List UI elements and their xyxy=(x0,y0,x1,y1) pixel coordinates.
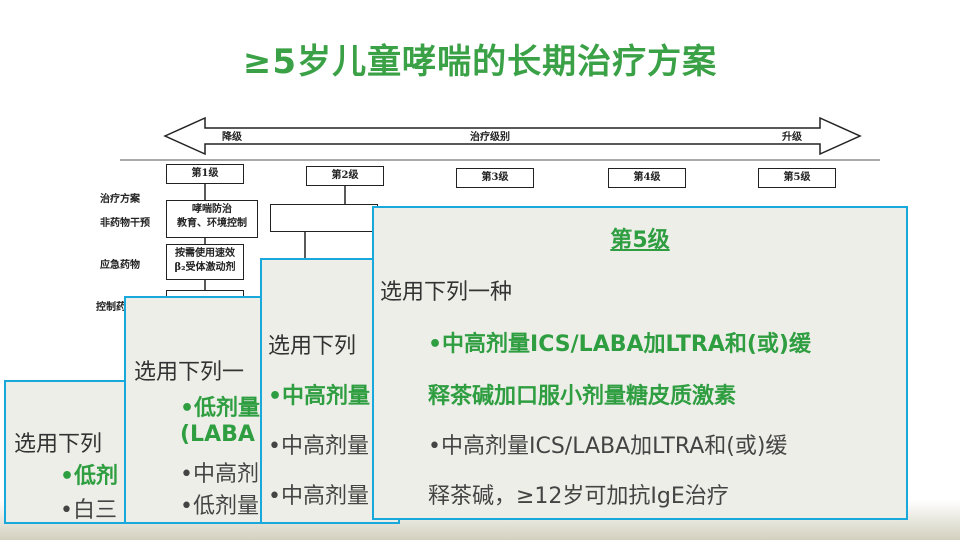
card2-item-2: •中高剂 xyxy=(180,462,259,487)
card2-item-1: •低剂量 xyxy=(180,396,261,421)
card5-heading: 第5级 xyxy=(610,228,670,253)
card5-item-1a: •中高剂量ICS/LABA加LTRA和(或)缓 xyxy=(428,332,811,357)
card3-item-2: •中高剂量 xyxy=(268,434,369,459)
row-label-controller: 控制药物 xyxy=(96,302,136,313)
nonpharm-span-box xyxy=(270,204,378,232)
nonpharm-line-1: 哮喘防治 xyxy=(192,204,232,215)
level1-reliever-box: 按需使用速效 β₂受体激动剂 xyxy=(166,244,244,280)
card3-item-3: •中高剂量 xyxy=(268,484,369,509)
nonpharm-line-2: 教育、环境控制 xyxy=(177,218,247,229)
slide-title: ≥5岁儿童哮喘的长期治疗方案 xyxy=(242,42,718,82)
card5-item-1b: 释茶碱加口服小剂量糖皮质激素 xyxy=(428,384,737,409)
card2-item-1b: (LABA xyxy=(180,422,255,447)
level-box-3: 第3级 xyxy=(456,168,534,188)
reliever-line-2: β₂受体激动剂 xyxy=(174,262,236,273)
level1-nonpharm-box: 哮喘防治 教育、环境控制 xyxy=(166,200,258,238)
reliever-line-1: 按需使用速效 xyxy=(175,248,235,259)
row-label-nonpharm: 非药物干预 xyxy=(100,218,150,229)
card2-item-3: •低剂量 xyxy=(180,494,259,519)
card5-intro: 选用下列一种 xyxy=(380,280,513,305)
card-level-5: 第5级 选用下列一种 •中高剂量ICS/LABA加LTRA和(或)缓 释茶碱加口… xyxy=(372,206,908,520)
card2-intro: 选用下列一 xyxy=(134,360,245,385)
card3-item-1: •中高剂量 xyxy=(268,384,371,409)
level-box-5: 第5级 xyxy=(758,168,836,188)
card5-item-2a: •中高剂量ICS/LABA加LTRA和(或)缓 xyxy=(428,434,788,459)
card1-item-2: •白三 xyxy=(60,498,117,523)
level-box-1: 第1级 xyxy=(166,164,244,184)
arrow-left-label: 降级 xyxy=(222,132,242,143)
card-level-3: 选用下列一 •低剂量 (LABA •中高剂 •低剂量 xyxy=(124,296,274,524)
level-box-4: 第4级 xyxy=(608,168,686,188)
row-label-plan: 治疗方案 xyxy=(100,194,140,205)
arrow-right-label: 升级 xyxy=(782,132,802,143)
arrow-mid-label: 治疗级别 xyxy=(470,132,510,143)
card3-intro: 选用下列 xyxy=(268,334,357,359)
card1-intro: 选用下列 xyxy=(14,432,103,457)
card5-item-2b: 释茶碱，≥12岁可加抗IgE治疗 xyxy=(428,484,729,509)
level-box-2: 第2级 xyxy=(306,166,384,186)
card1-item-1: •低剂 xyxy=(60,464,119,489)
row-label-reliever: 应急药物 xyxy=(100,260,140,271)
